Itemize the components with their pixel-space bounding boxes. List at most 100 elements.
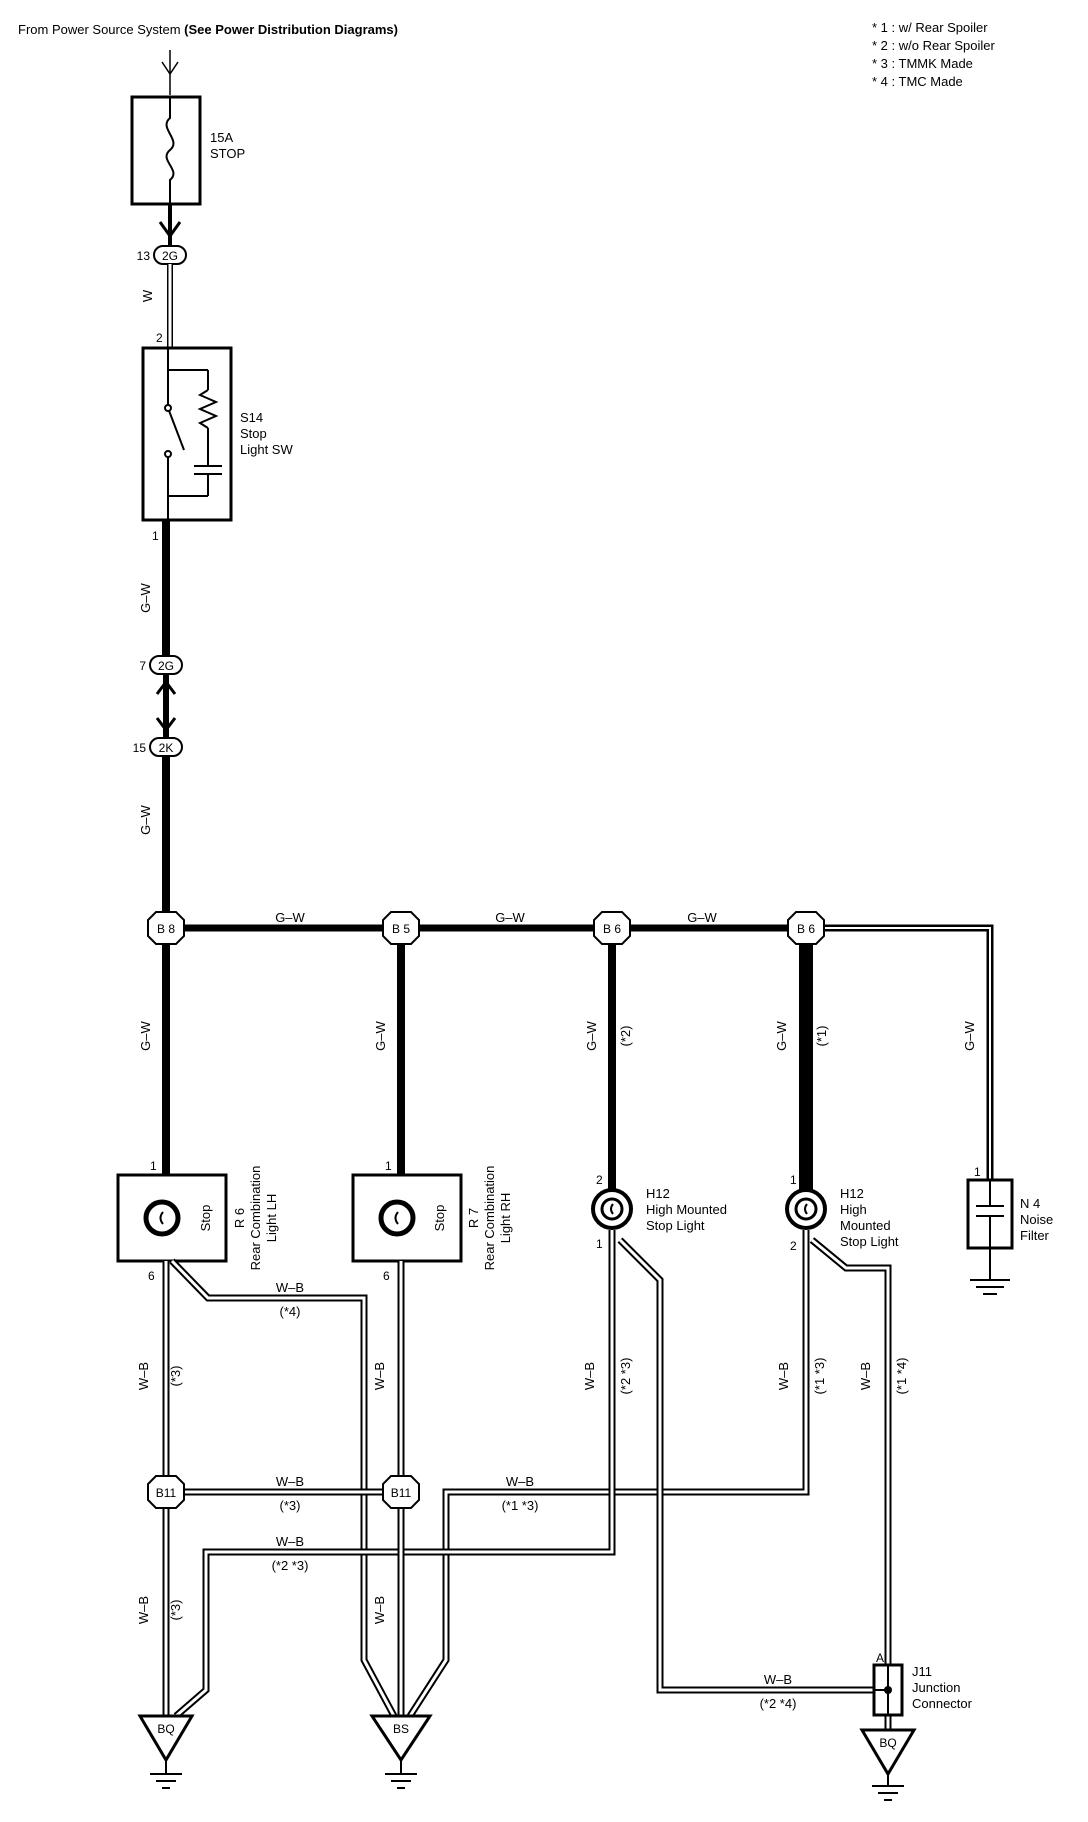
svg-text:Rear Combination: Rear Combination	[482, 1166, 497, 1271]
wire-gw-drop-r7: G–W	[373, 944, 405, 1175]
svg-text:R 7: R 7	[466, 1208, 481, 1228]
note-3: * 3 : TMMK Made	[872, 56, 973, 71]
svg-text:J11: J11	[912, 1664, 932, 1679]
svg-text:W–B: W–B	[776, 1362, 791, 1390]
rear-combination-light-rh-r7: 1 Stop R 7 Rear Combination Light RH 6	[351, 1159, 513, 1283]
junction-b6-b: B 6	[787, 911, 825, 945]
noise-filter-n4: 1 N 4 Noise Filter	[966, 1165, 1053, 1295]
svg-text:N 4: N 4	[1020, 1196, 1040, 1211]
svg-text:1: 1	[974, 1165, 981, 1179]
svg-text:W–B: W–B	[372, 1362, 387, 1390]
junction-b6-a: B 6	[593, 911, 631, 945]
svg-text:Stop Light: Stop Light	[646, 1218, 705, 1233]
svg-text:G–W: G–W	[138, 804, 153, 834]
svg-text:2: 2	[790, 1239, 797, 1253]
svg-text:1: 1	[790, 1173, 797, 1187]
connector-pin: 13	[137, 249, 151, 263]
junction-connector-j11: A J11 Junction Connector	[872, 1651, 973, 1717]
svg-text:G–W: G–W	[962, 1020, 977, 1050]
connector-code: 2G	[158, 659, 174, 673]
svg-text:(*2 *3): (*2 *3)	[618, 1358, 633, 1395]
svg-text:G–W: G–W	[584, 1020, 599, 1050]
note-2: * 2 : w/o Rear Spoiler	[872, 38, 996, 53]
junction-b8: B 8	[147, 911, 185, 945]
svg-text:(*2 *3): (*2 *3)	[272, 1558, 309, 1573]
connector-pin: 7	[139, 659, 146, 673]
svg-text:High: High	[840, 1202, 867, 1217]
svg-text:Junction: Junction	[912, 1680, 960, 1695]
ground-bq-left: BQ	[137, 1714, 195, 1789]
svg-text:(*2): (*2)	[618, 1026, 633, 1047]
fuse-output-wire	[158, 204, 182, 246]
svg-text:Stop: Stop	[432, 1205, 447, 1232]
svg-text:Mounted: Mounted	[840, 1218, 891, 1233]
svg-text:G–W: G–W	[138, 582, 153, 612]
wire-wb-r7-to-b11: W–B	[372, 1261, 405, 1476]
svg-text:BS: BS	[393, 1722, 409, 1736]
switch-name-2: Light SW	[240, 442, 293, 457]
wire-wb-b11-link: W–B (*3)	[184, 1474, 383, 1513]
wire-gw-drop-r6: G–W	[138, 944, 170, 1175]
wire-gw-trunk-1: G–W	[138, 520, 170, 656]
svg-text:R 6: R 6	[232, 1208, 247, 1228]
svg-text:W–B: W–B	[136, 1362, 151, 1390]
wire-gw-drop-h12b: G–W (*1)	[774, 944, 829, 1190]
svg-text:W–B: W–B	[372, 1596, 387, 1624]
switch-name-1: Stop	[240, 426, 267, 441]
wire-wb-r6-to-b11: W–B (*3)	[136, 1261, 183, 1476]
svg-text:BQ: BQ	[879, 1736, 896, 1750]
svg-text:G–W: G–W	[495, 910, 525, 925]
svg-text:W–B: W–B	[582, 1362, 597, 1390]
switch-code: S14	[240, 410, 263, 425]
svg-text:Stop Light: Stop Light	[840, 1234, 899, 1249]
wire-w: W	[140, 264, 173, 348]
svg-text:6: 6	[383, 1269, 390, 1283]
connector-pin: 15	[133, 741, 147, 755]
svg-text:1: 1	[596, 1237, 603, 1251]
junction-b5: B 5	[382, 911, 420, 945]
ground-bs: BS	[369, 1714, 433, 1789]
connector-joint-arrows	[155, 674, 177, 738]
high-mounted-stop-light-h12-b: 1 H12 High Mounted Stop Light 2	[785, 1173, 899, 1253]
ground-bq-right: BQ	[859, 1728, 917, 1801]
svg-text:G–W: G–W	[774, 1020, 789, 1050]
svg-text:W–B: W–B	[506, 1474, 534, 1489]
svg-text:B 8: B 8	[157, 922, 175, 936]
connector-2k: 2K 15	[133, 737, 183, 757]
wire-gw-bus: G–W G–W G–W G–W	[166, 910, 994, 1180]
svg-text:G–W: G–W	[138, 1020, 153, 1050]
connector-2g-mid: 2G 7	[139, 655, 183, 675]
wire-gw-drop-h12a: G–W (*2)	[584, 944, 633, 1190]
svg-text:G–W: G–W	[275, 910, 305, 925]
stop-light-switch-s14: 2 S14 Stop Light SW 1	[141, 331, 293, 543]
svg-text:B 6: B 6	[603, 922, 621, 936]
svg-text:B 6: B 6	[797, 922, 815, 936]
switch-pin-bottom: 1	[152, 529, 159, 543]
fuse-15a-stop: 15A STOP	[130, 95, 245, 206]
svg-text:1: 1	[385, 1159, 392, 1173]
svg-text:W–B: W–B	[276, 1534, 304, 1549]
svg-text:(*1 *3): (*1 *3)	[812, 1358, 827, 1395]
switch-pin-top: 2	[156, 331, 163, 345]
note-1: * 1 : w/ Rear Spoiler	[872, 20, 988, 35]
high-mounted-stop-light-h12-a: 2 H12 High Mounted Stop Light 1	[591, 1173, 727, 1251]
svg-text:H12: H12	[840, 1186, 864, 1201]
wire-wb-b11-to-bq: W–B (*3)	[136, 1508, 183, 1716]
wire-wb-h12b-to-bs: W–B (*1 *3) W–B (*1 *3)	[407, 1230, 827, 1718]
svg-text:(*1 *4): (*1 *4)	[894, 1358, 909, 1395]
wire-wb-h12a-to-bq: W–B (*2 *3) W–B (*2 *3)	[173, 1230, 633, 1719]
svg-text:Light RH: Light RH	[498, 1193, 513, 1244]
source-label: From Power Source System (See Power Dist…	[18, 22, 398, 37]
svg-text:A: A	[876, 1651, 884, 1665]
svg-text:B11: B11	[156, 1486, 177, 1500]
svg-text:B11: B11	[391, 1486, 412, 1500]
svg-text:W–B: W–B	[276, 1280, 304, 1295]
wire-wb-h12a-to-j11: W–B (*2 *4)	[617, 1237, 874, 1711]
svg-text:Light LH: Light LH	[264, 1194, 279, 1242]
wire-gw-trunk-2: G–W	[138, 756, 170, 912]
svg-text:BQ: BQ	[157, 1722, 174, 1736]
svg-text:W–B: W–B	[136, 1596, 151, 1624]
svg-text:(*1): (*1)	[814, 1026, 829, 1047]
connector-code: 2K	[159, 741, 174, 755]
